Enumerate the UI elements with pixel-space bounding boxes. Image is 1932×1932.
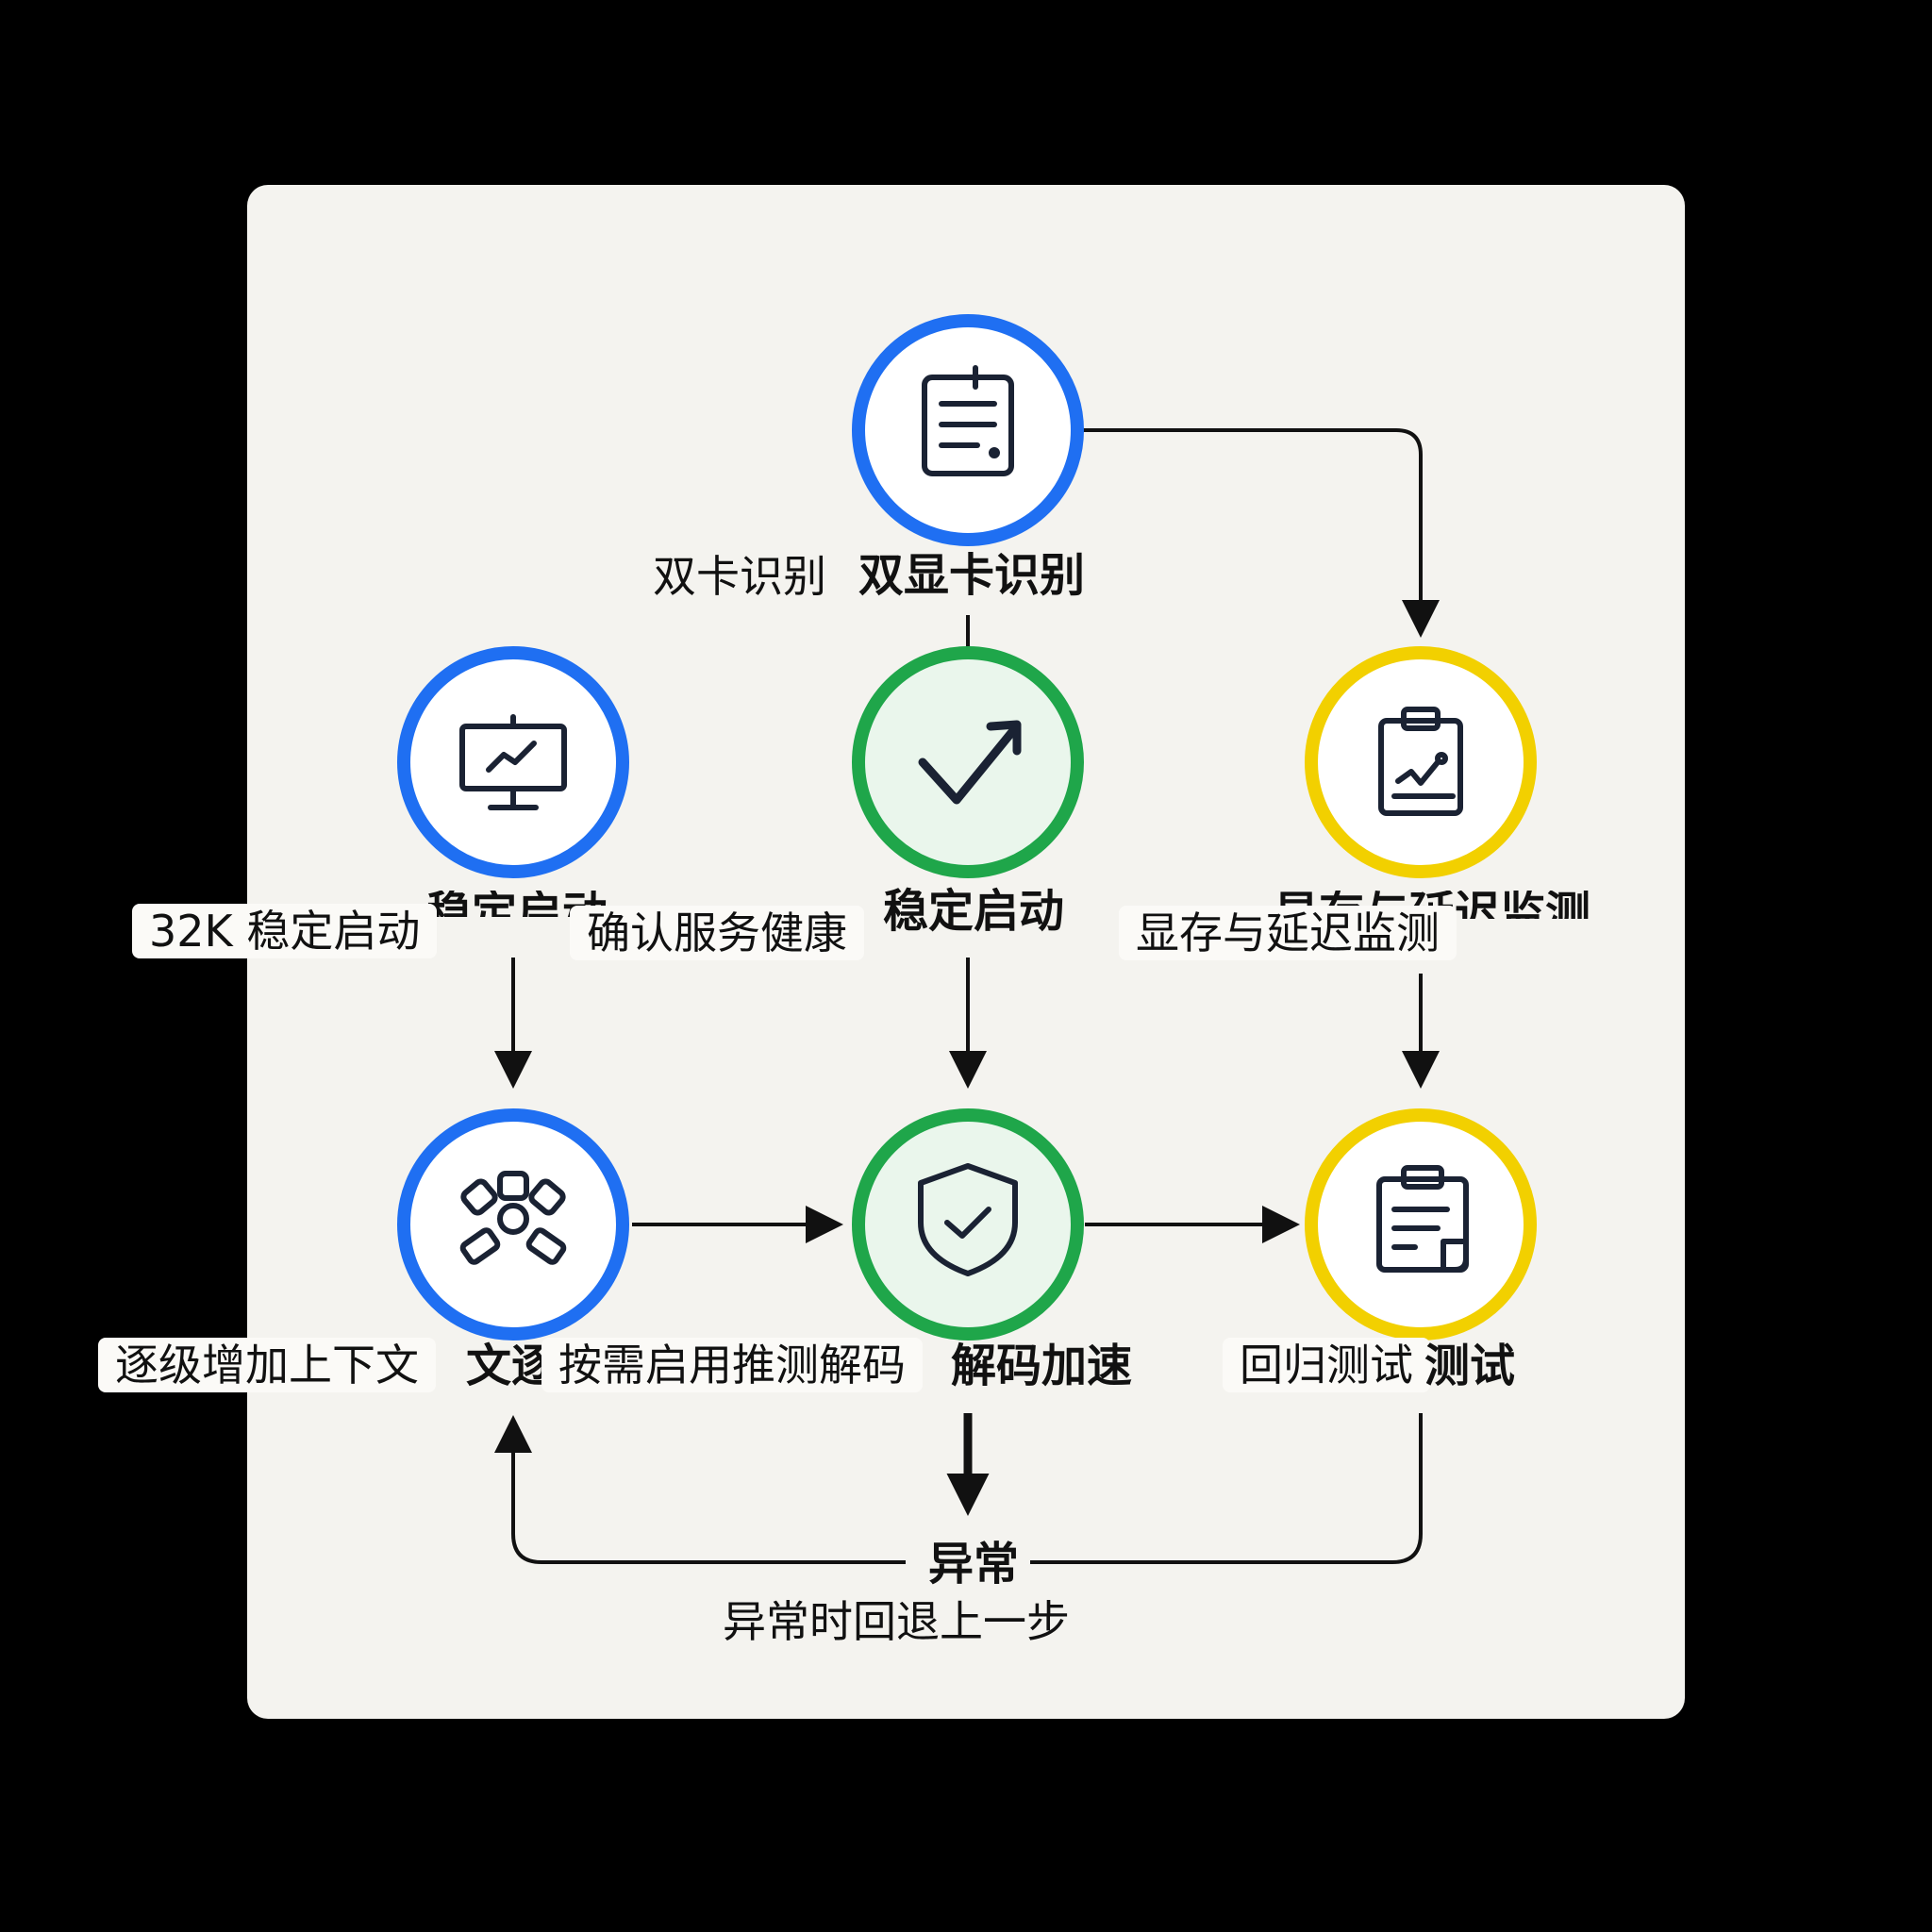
label-gpu-note: 双卡识别: [653, 551, 826, 602]
label-regression-note: 回归测试: [1223, 1338, 1430, 1392]
node-monitor: [1305, 646, 1537, 878]
label-context-note: 逐级增加上下文: [98, 1338, 436, 1392]
label-exception-note: 异常时回退上一步: [723, 1596, 1070, 1647]
clipboard-chart-icon: [1378, 707, 1463, 816]
clipboard-doc-icon: [1376, 1165, 1469, 1273]
label-start-note: 32K 稳定启动: [132, 904, 438, 958]
checkmark-icon: [918, 720, 1022, 805]
edge-detect-to-monitor: [1083, 428, 1440, 638]
node-spec-decode: [852, 1108, 1084, 1341]
edge-exception-loop-left: [494, 1415, 906, 1564]
label-regression-fragment: 测试: [1424, 1340, 1516, 1392]
label-spec-title: 解码加速: [951, 1340, 1133, 1392]
node-regression: [1305, 1108, 1537, 1341]
edge-exception-loop-right: [1030, 1413, 1423, 1564]
shield-check-icon: [918, 1163, 1018, 1276]
node-gpu-detect: [852, 314, 1084, 546]
node-health-check: [852, 646, 1084, 878]
label-gpu-title: 双显卡识别: [858, 549, 1086, 602]
label-health-title: 稳定启动: [883, 885, 1065, 938]
gear-tools-icon: [459, 1171, 567, 1265]
label-health-note: 确认服务健康: [570, 906, 864, 960]
monitor-chart-icon: [459, 714, 567, 810]
label-exception-title: 异常: [923, 1541, 1025, 1587]
label-spec-note: 按需启用推测解码: [541, 1338, 923, 1392]
node-context-step: [397, 1108, 629, 1341]
document-icon: [922, 365, 1014, 476]
label-monitor-note: 显存与延迟监测: [1119, 906, 1457, 960]
